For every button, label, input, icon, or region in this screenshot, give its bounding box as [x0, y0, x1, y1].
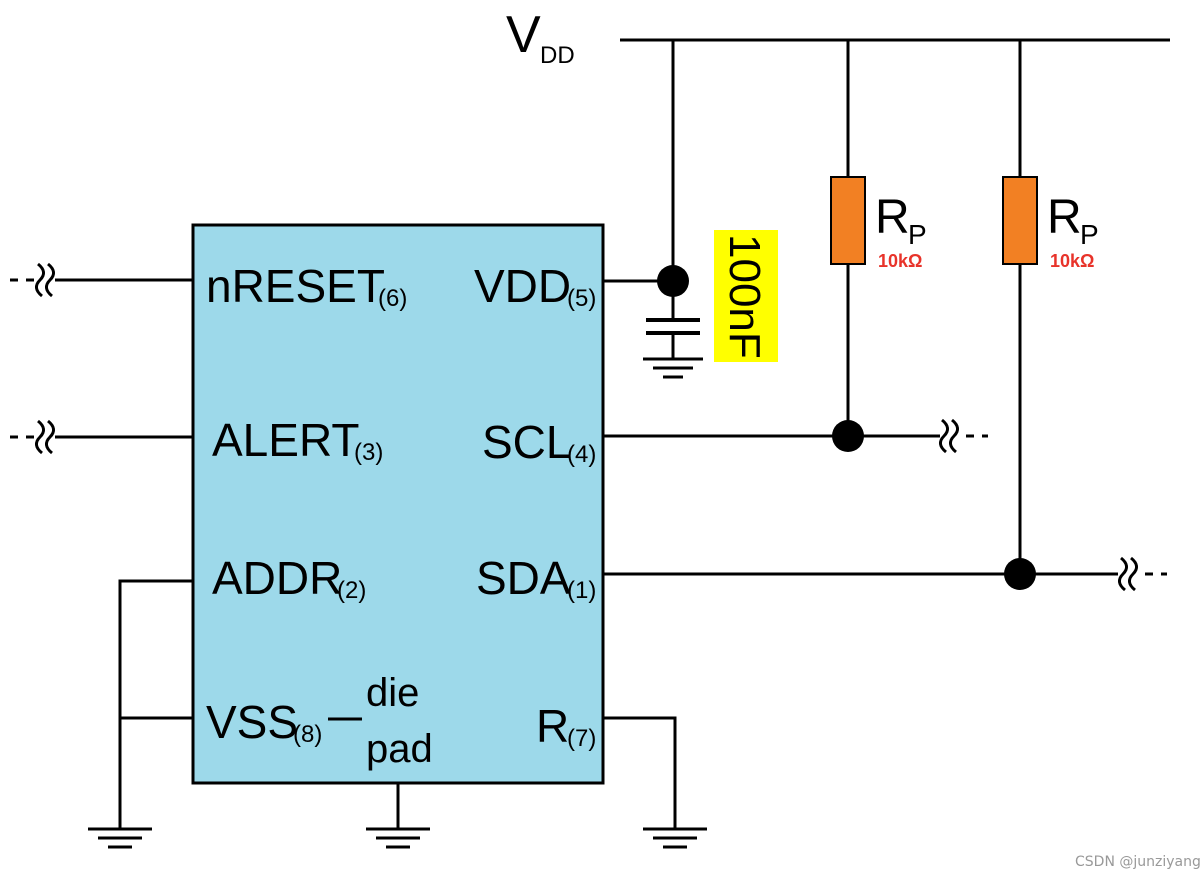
pin-vdd-number: (5): [567, 285, 596, 312]
sda-pullup-label-subscript: P: [1080, 219, 1099, 250]
pin-r-number: (7): [567, 725, 596, 752]
pin-vss-number: (8): [293, 721, 322, 748]
scl-break-icon: [939, 418, 959, 454]
pin-addr-name: ADDR: [212, 552, 342, 604]
pin-scl: SCL (4): [482, 416, 596, 468]
pin-addr-number: (2): [337, 577, 366, 604]
capacitor-label-highlight: [714, 230, 778, 362]
r-ground-wire: [603, 716, 677, 828]
junction-dot: [1004, 558, 1036, 590]
scl-pullup-value: 10kΩ: [878, 251, 922, 271]
sda-pullup-resistor: [1002, 176, 1038, 265]
ground-icon: [366, 827, 430, 849]
pin-addr: ADDR (2): [212, 552, 366, 604]
sda-break-icon: [1118, 556, 1138, 592]
pin-nreset-name: nRESET: [206, 260, 385, 312]
scl-pullup-label-subscript: P: [908, 219, 927, 250]
sda-pullup-value: 10kΩ: [1050, 251, 1094, 271]
pin-vdd: VDD (5): [474, 260, 596, 312]
watermark: CSDN @junziyang: [1075, 854, 1201, 870]
pin-alert-name: ALERT: [212, 414, 359, 466]
pin-vdd-name: VDD: [474, 260, 571, 312]
pin-scl-name: SCL: [482, 416, 571, 468]
pin-sda-name: SDA: [476, 552, 571, 604]
vdd-label: V: [506, 6, 541, 64]
pin-vss-name: VSS: [206, 696, 298, 748]
junction-dot: [832, 420, 864, 452]
pin-r-name: R: [536, 700, 569, 752]
alert-break-icon: [35, 419, 55, 455]
addr-ground-wire: [118, 579, 193, 828]
sda-pullup-label: R: [1047, 191, 1082, 244]
nreset-break-icon: [35, 262, 55, 298]
ground-icon: [643, 827, 707, 849]
die-pad-label-line1: die: [366, 671, 419, 715]
scl-pullup-label: R: [875, 191, 910, 244]
pin-sda-number: (1): [567, 577, 596, 604]
ground-icon: [88, 827, 152, 849]
junction-dot: [657, 265, 689, 297]
pin-scl-number: (4): [567, 441, 596, 468]
capacitor-icon: [646, 318, 700, 335]
pin-nreset: nRESET (6): [206, 260, 407, 312]
capacitor-label: 100nF: [720, 234, 769, 359]
pin-r: R (7): [536, 700, 596, 752]
ground-icon: [643, 357, 703, 379]
pin-vss: VSS (8): [206, 696, 322, 748]
scl-pullup-resistor: [830, 176, 866, 265]
pin-alert: ALERT (3): [212, 414, 383, 466]
die-pad-label-line2: pad: [366, 727, 433, 771]
pin-nreset-number: (6): [378, 285, 407, 312]
vdd-label-subscript: DD: [540, 42, 575, 69]
pin-sda: SDA (1): [476, 552, 596, 604]
pin-alert-number: (3): [354, 439, 383, 466]
